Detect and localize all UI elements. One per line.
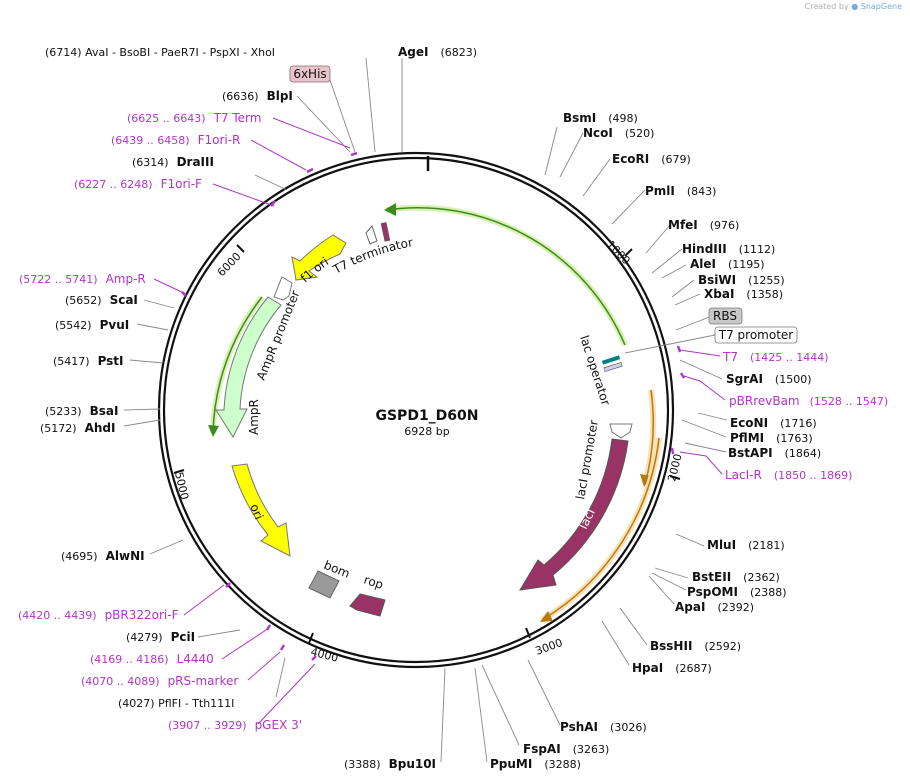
orf-arc-amp-line <box>212 296 263 434</box>
primer-label-pbrrevbam: pBRrevBam(1528 .. 1547) <box>729 394 888 408</box>
enzyme-label-fspai: FspAI(3263) <box>523 742 609 756</box>
orf-amp-arrowhead <box>208 425 219 437</box>
credit-brand: SnapGene <box>860 2 902 11</box>
primer-label-pgex-3: (3907 .. 3929)pGEX 3' <box>168 718 302 732</box>
enzyme-label-hpai: HpaI(2687) <box>632 661 712 675</box>
primer-label-f1ori-r: (6439 .. 6458)F1ori-R <box>111 133 240 147</box>
laci-promoter-label: lacI promoter <box>573 419 601 501</box>
enzyme-label-pvui: (5542)PvuI <box>55 318 129 332</box>
enzyme-label-draiii: (6314)DraIII <box>132 155 214 169</box>
primer-marks <box>181 151 686 661</box>
bom-feature <box>308 570 340 599</box>
plasmid-size: 6928 bp <box>404 425 449 438</box>
enzyme-label-xbai: XbaI(1358) <box>704 287 783 301</box>
enzyme-label-agei: AgeI(6823) <box>398 45 477 59</box>
enzyme-label-pshai: PshAI(3026) <box>560 720 647 734</box>
orf-arc-orange-2-line <box>541 437 660 621</box>
primer-label-t7: T7(1425 .. 1444) <box>722 350 829 364</box>
rbs-label: RBS <box>713 309 737 323</box>
enzyme-label-pspomi: PspOMI(2388) <box>687 585 787 599</box>
t7-terminator-feature <box>380 222 391 242</box>
enzyme-label-ahdi: (5172)AhdI <box>40 421 115 435</box>
backbone-ring <box>157 151 675 669</box>
tick-label-1000: 1000 <box>604 238 633 267</box>
credit-prefix: Created by <box>804 2 849 11</box>
enzyme-label-bsshii: BssHII(2592) <box>650 639 741 653</box>
primer-label-l4440: (4169 .. 4186)L4440 <box>90 652 214 666</box>
enzyme-label-bsteii: BstEII(2362) <box>692 570 780 584</box>
enzyme-label-bsiwi: BsiWI(1255) <box>698 273 785 287</box>
primer-label-amp-r: (5722 .. 5741)Amp-R <box>19 272 146 286</box>
primer-label-f1ori-f: (6227 .. 6248)F1ori-F <box>74 177 202 191</box>
enzyme-label-alei: AleI(1195) <box>690 257 765 271</box>
snapgene-credit: Created by ● SnapGene <box>805 2 902 11</box>
enzyme-label-tth111i-group: (4027) PflFI - Tth111I <box>118 697 234 710</box>
enzyme-label-scai: (5652)ScaI <box>65 293 138 307</box>
lac-operator-feature <box>601 355 621 365</box>
t7-promoter-label: T7 promoter <box>718 328 794 342</box>
enzyme-label-mlui: MluI(2181) <box>707 538 785 552</box>
primer-label-prs-marker: (4070 .. 4089)pRS-marker <box>81 674 238 688</box>
enzyme-label-xhoi-group: (6714) AvaI - BsoBI - PaeR7I - PspXI - X… <box>45 46 275 59</box>
primer-label-t7-term: (6625 .. 6643)T7 Term <box>127 111 261 125</box>
ori-label: ori <box>247 502 266 522</box>
ampr-feature <box>215 296 282 439</box>
enzyme-label-hindiii: HindIII(1112) <box>682 242 775 256</box>
lac-operator-feature-2 <box>603 361 623 373</box>
enzyme-label-pmli: PmlI(843) <box>645 184 716 198</box>
enzyme-label-psti: (5417)PstI <box>53 354 124 368</box>
tick-label-3000: 3000 <box>534 636 565 658</box>
enzyme-label-pflmi: PflMI(1763) <box>730 431 813 445</box>
ori-feature <box>231 463 291 557</box>
orf-arc-green-line <box>385 207 626 346</box>
t7-terminator-hairpin-icon <box>365 225 378 245</box>
leader-lines <box>123 57 728 763</box>
orf-arc-orange-2 <box>540 437 662 623</box>
plasmid-name: GSPD1_D60N <box>375 408 478 424</box>
enzyme-label-ncoi: NcoI(520) <box>583 126 654 140</box>
rbs-box <box>708 307 743 325</box>
laci-promoter-feature <box>609 423 633 439</box>
enzyme-label-sgrai: SgrAI(1500) <box>726 372 811 386</box>
enzyme-label-mfei: MfeI(976) <box>668 218 739 232</box>
primer-labels: (6625 .. 6643)T7 Term (6439 .. 6458)F1or… <box>18 111 888 732</box>
primer-label-pbr322ori-f: (4420 .. 4439)pBR322ori-F <box>18 608 179 622</box>
primer-leader-lines <box>153 117 726 725</box>
enzyme-label-blpi: (6636)BlpI <box>222 89 293 103</box>
enzyme-label-ecori: EcoRI(679) <box>612 152 691 166</box>
orf-green-arrowhead <box>384 203 396 216</box>
primer-label-laci-r: LacI-R(1850 .. 1869) <box>725 468 852 482</box>
orf-orange-2-arrowhead <box>540 611 553 622</box>
enzyme-label-apai: ApaI(2392) <box>675 600 754 614</box>
enzyme-label-alwni: (4695)AlwNI <box>61 549 145 563</box>
rop-label: rop <box>362 573 385 592</box>
6xhis-box <box>289 65 331 83</box>
enzyme-label-econi: EcoNI(1716) <box>730 416 817 430</box>
f1-ori-feature <box>291 234 347 281</box>
enzyme-label-ppumi: PpuMI(3288) <box>490 757 581 771</box>
6xhis-label: 6xHis <box>293 67 326 81</box>
ampr-label: AmpR <box>247 399 261 435</box>
t7-promoter-box <box>714 326 798 344</box>
enzyme-label-bpu10i: (3388)Bpu10I <box>344 757 436 771</box>
enzyme-labels: (6714) AvaI - BsoBI - PaeR7I - PspXI - X… <box>40 45 821 771</box>
enzyme-label-pcii: (4279)PciI <box>126 630 195 644</box>
rop-feature <box>349 593 386 617</box>
tick-label-5000: 5000 <box>172 471 191 501</box>
ampr-promoter-feature <box>273 276 293 301</box>
enzyme-label-bsmi: BsmI(498) <box>563 111 638 125</box>
snapgene-logo-icon: ● <box>851 2 859 11</box>
scale-ticks <box>173 244 681 644</box>
laci-feature <box>519 438 629 591</box>
enzyme-label-bsai: (5233)BsaI <box>45 404 118 418</box>
enzyme-label-bstapi: BstAPI(1864) <box>728 446 821 460</box>
